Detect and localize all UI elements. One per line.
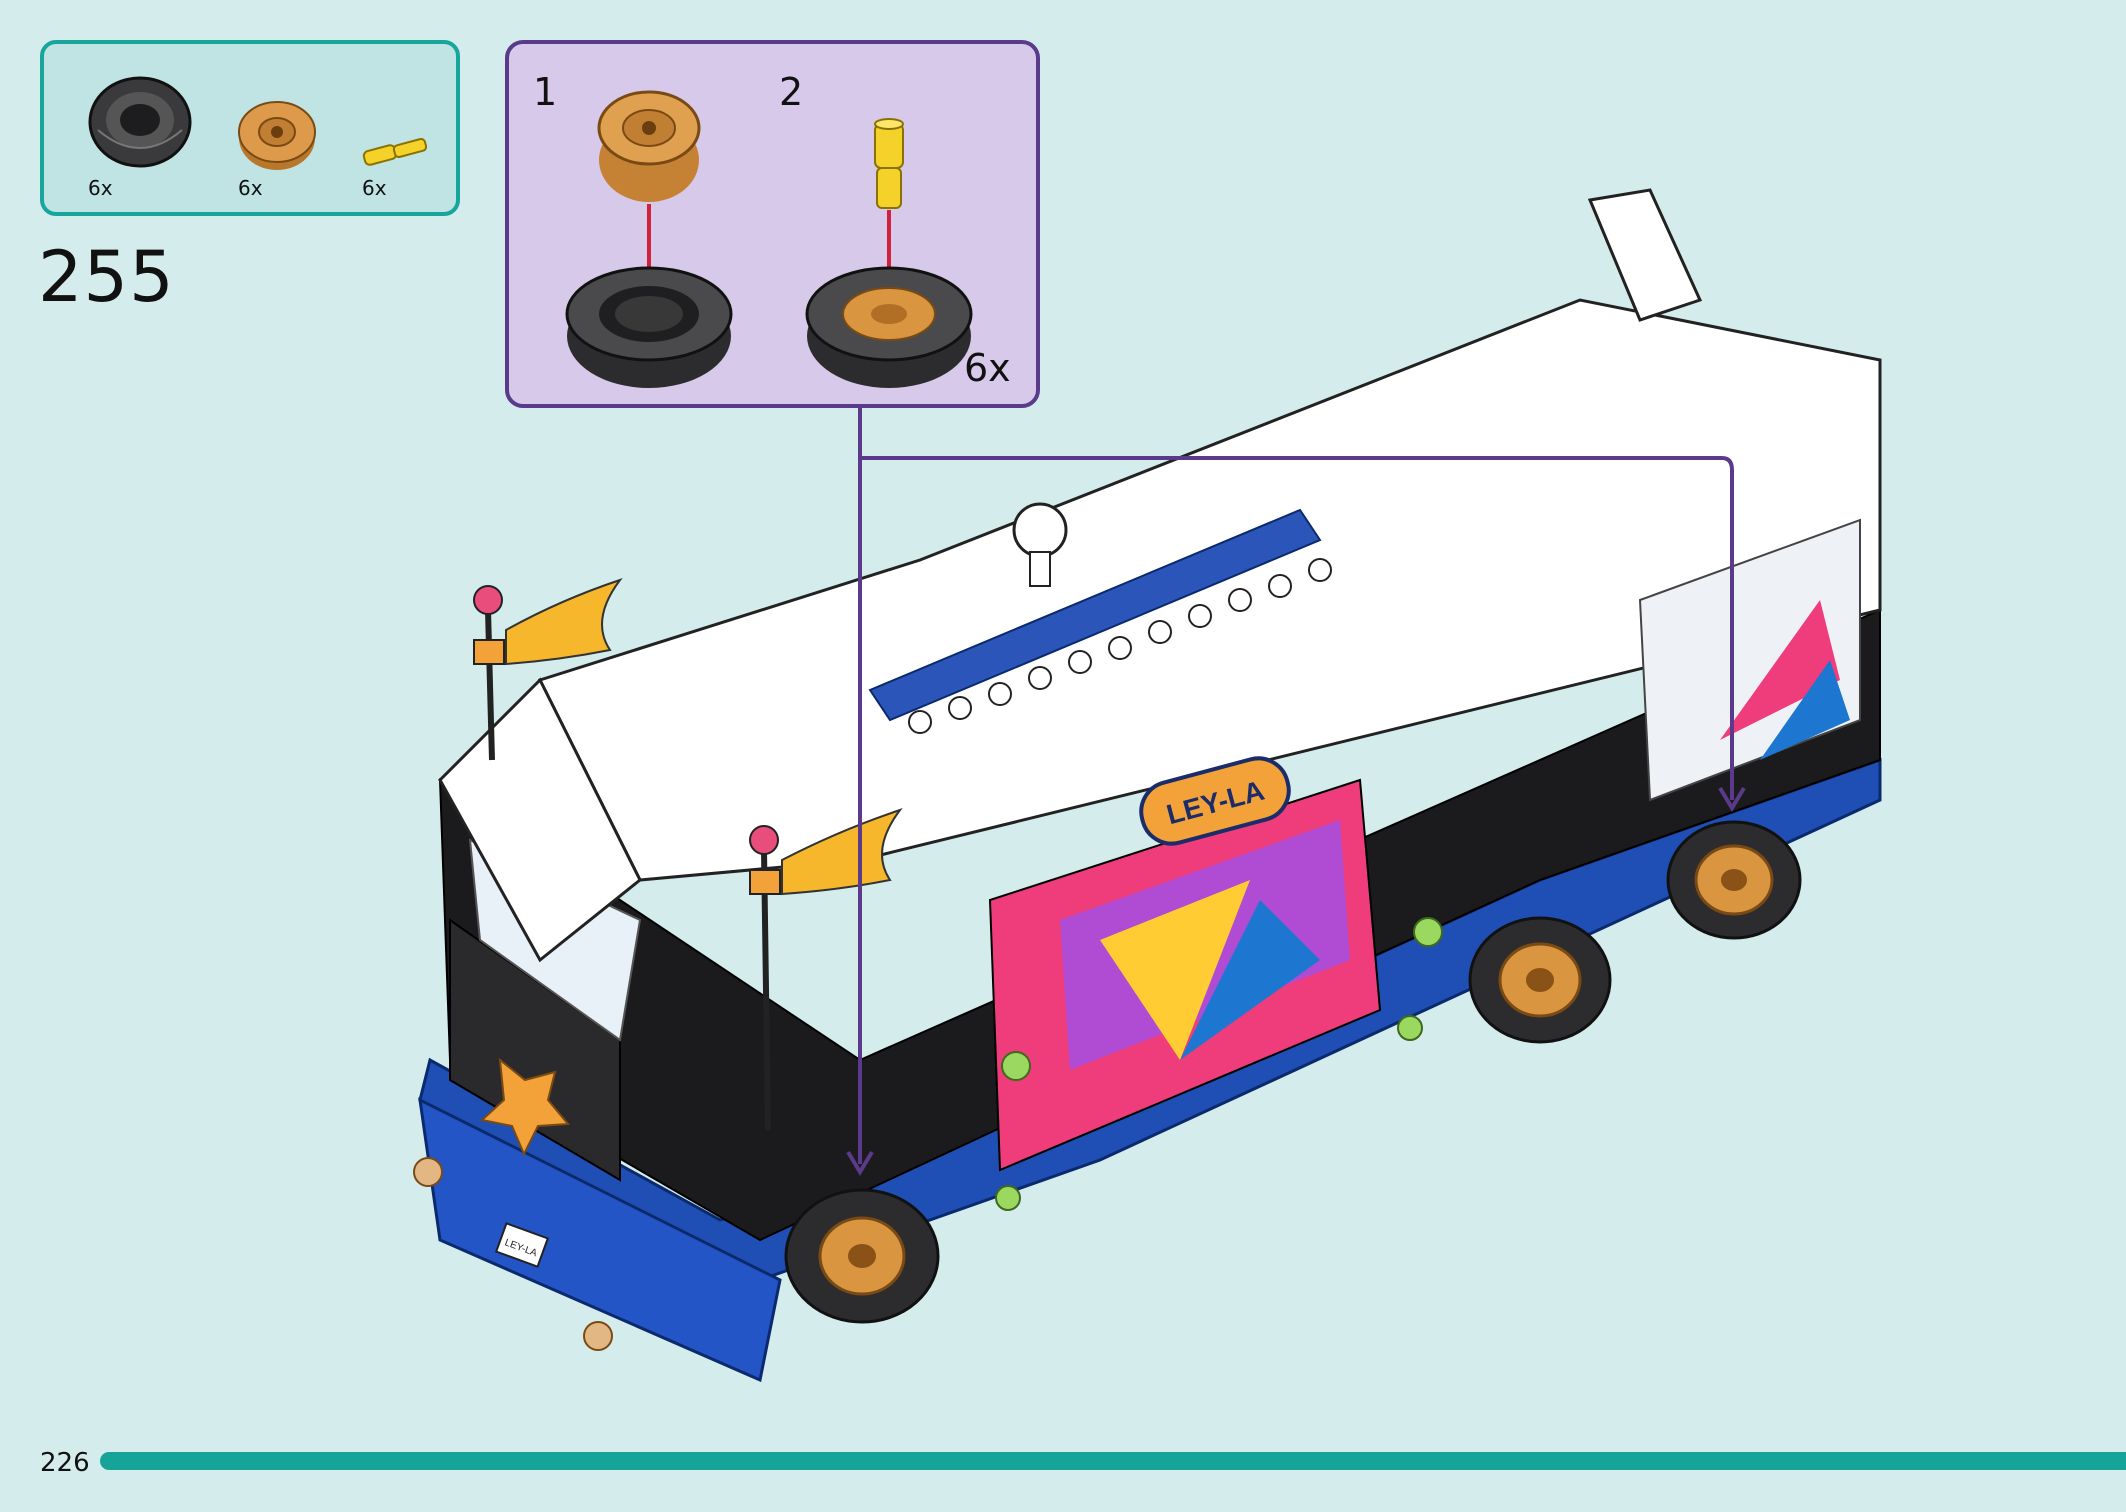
- part-quantity: 6x: [238, 176, 263, 200]
- parts-list: 6x 6x 6x: [40, 40, 460, 216]
- wheel: [1468, 916, 1612, 1044]
- wheel: [1666, 820, 1802, 940]
- sub-assembly-callout: 1 2 6x: [505, 40, 1040, 408]
- page-progress-bar: [100, 1452, 2126, 1470]
- rim-into-tire-icon: [565, 90, 733, 388]
- tire-icon: [88, 76, 192, 168]
- part-quantity: 6x: [88, 176, 113, 200]
- step-number: 255: [38, 236, 175, 318]
- sub-step-label: 1: [533, 70, 558, 114]
- page-number: 226: [40, 1448, 90, 1478]
- axle-pin-icon: [362, 137, 428, 166]
- sub-assembly-multiplier: 6x: [964, 346, 1011, 390]
- wheel: [784, 1188, 940, 1324]
- pin-into-wheel-icon: [805, 118, 973, 388]
- sub-step-label: 2: [779, 70, 804, 114]
- part-quantity: 6x: [362, 176, 387, 200]
- wheel-rim-icon: [238, 101, 316, 170]
